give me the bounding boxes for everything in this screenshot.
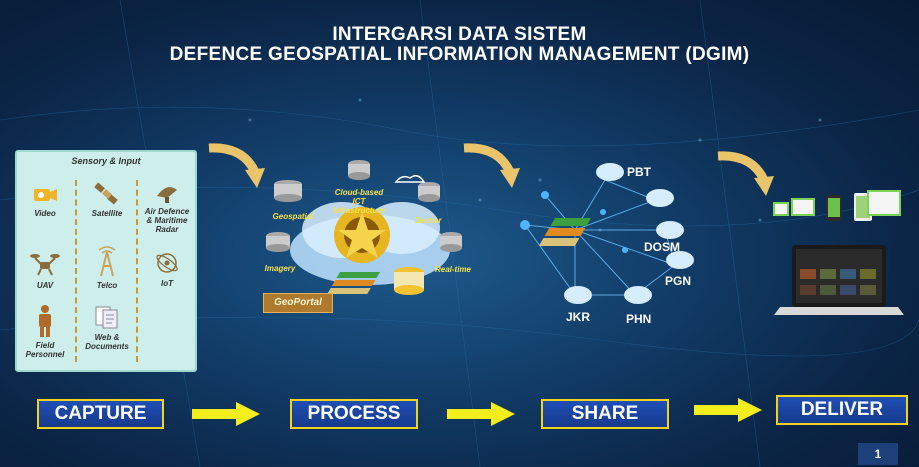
- stage-process: PROCESS: [290, 399, 418, 429]
- right-arrow-icon: [192, 402, 260, 426]
- source-label: Video: [34, 209, 56, 218]
- title-line-1: INTERGARSI DATA SISTEM: [332, 24, 587, 45]
- stage-deliver: DELIVER: [776, 395, 908, 425]
- share-node-phn: PHN: [626, 312, 652, 326]
- page-number: 1: [858, 443, 898, 465]
- source-label: Web & Documents: [85, 333, 129, 351]
- source-label: UAV: [36, 281, 54, 290]
- source-radar: Air Defence & Maritime Radar: [141, 180, 193, 234]
- source-video: Video: [19, 184, 71, 218]
- source-uav: UAV: [19, 250, 71, 290]
- source-label: Air Defence & Maritime Radar: [144, 207, 190, 234]
- curved-arrow-icon: [717, 151, 774, 196]
- separator: [136, 180, 138, 362]
- process-cloud-illustration: [266, 160, 462, 295]
- source-field-personnel: Field Personnel: [19, 304, 71, 359]
- stage-capture: CAPTURE: [37, 399, 164, 429]
- capture-sources-panel: Sensory & Input Video Satellite Air Defe…: [15, 150, 197, 372]
- source-label: Satellite: [91, 209, 123, 218]
- source-label: Field Personnel: [25, 341, 65, 359]
- separator: [75, 180, 77, 362]
- source-label: IoT: [161, 279, 173, 288]
- telecom-tower-icon: [98, 246, 116, 277]
- source-iot: IoT: [141, 250, 193, 288]
- title-line-2: DEFENCE GEOSPATIAL INFORMATION MANAGEMEN…: [169, 44, 750, 65]
- process-label-realtime: Real-time: [434, 265, 471, 274]
- source-label: Telco: [96, 281, 118, 290]
- process-label-cloud: Cloud-based ICT Infrastructure: [332, 188, 385, 215]
- video-camera-icon: [34, 189, 57, 201]
- iot-icon: [156, 253, 178, 273]
- source-web-documents: Web & Documents: [81, 304, 133, 351]
- source-satellite: Satellite: [81, 182, 133, 218]
- documents-icon: [95, 306, 118, 329]
- curved-arrow-icon: [463, 143, 520, 188]
- process-label-geospatial: Geospatial: [272, 212, 314, 221]
- drone-icon: [30, 254, 60, 276]
- source-telco: Telco: [81, 246, 133, 290]
- curved-arrow-icon: [208, 143, 265, 188]
- share-node-pbt: PBT: [627, 165, 651, 179]
- share-node-jkr: JKR: [566, 310, 591, 324]
- deliver-devices-illustration: [773, 190, 904, 315]
- share-node-pgn: PGN: [665, 274, 692, 288]
- soldier-icon: [39, 305, 51, 337]
- satellite-icon: [94, 182, 118, 205]
- panel-heading: Sensory & Input: [71, 156, 141, 166]
- process-label-imagery: Imagery: [264, 264, 296, 273]
- process-label-sensor: Sensor: [414, 216, 442, 225]
- share-node-dosm: DOSM: [644, 240, 680, 254]
- right-arrow-icon: [447, 402, 515, 426]
- right-arrow-icon: [694, 398, 762, 422]
- stage-share: SHARE: [541, 399, 669, 429]
- share-network-illustration: [520, 163, 694, 304]
- radar-dish-icon: [157, 187, 177, 203]
- geoportal-badge: GeoPortal: [263, 293, 333, 313]
